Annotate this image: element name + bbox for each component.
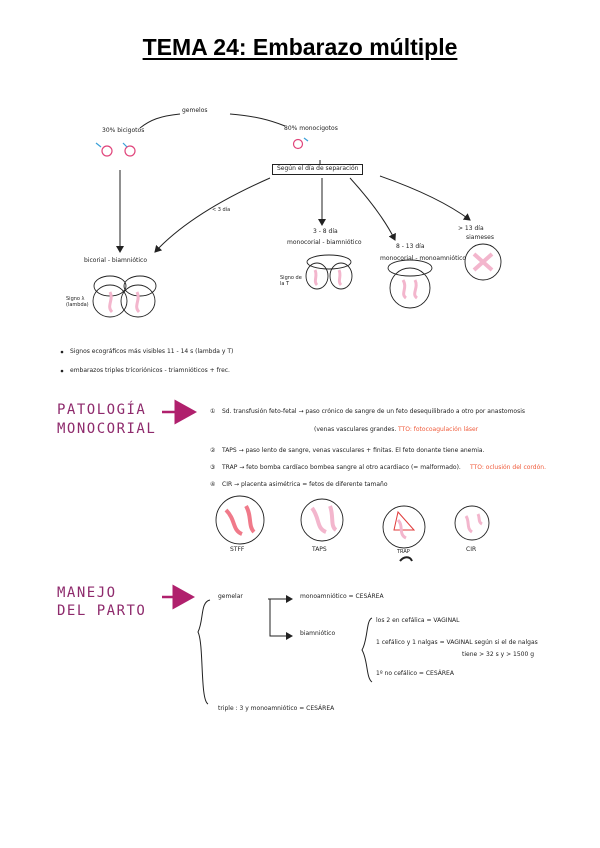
trap-sketch-icon xyxy=(382,505,426,549)
branch-c-type: monocorial - monoamniótico xyxy=(380,255,467,262)
delivery-option-2-cont: tiene > 32 s y > 1500 g xyxy=(462,651,534,658)
pathology-item-number: ② xyxy=(210,447,216,454)
bullet-dot-2 xyxy=(60,369,64,373)
pathology-item-cir: CIR → placenta asimétrica = fetos de dif… xyxy=(222,481,388,488)
classification-tree xyxy=(116,113,471,253)
stff-sketch-icon xyxy=(215,495,265,545)
pathology-item-stff: Sd. transfusión feto-fetal → paso crónic… xyxy=(222,408,526,415)
branch-line-bicigotos xyxy=(139,113,181,129)
zygote-icons xyxy=(95,137,309,157)
lambda-sign-note: Signo λ (lambda) xyxy=(66,296,89,308)
siameses-sketch-icon xyxy=(464,243,502,281)
branch-d-days: > 13 día xyxy=(458,225,484,232)
branch-b-type: monocorial - biamniótico xyxy=(287,239,362,246)
pathology-item-number: ③ xyxy=(210,464,216,471)
branch-line-monocigotos xyxy=(229,113,286,127)
arrow-8-13-days xyxy=(349,177,396,241)
delivery-tree xyxy=(197,595,373,705)
bicorial-label: bicorial - biamniótico xyxy=(84,257,148,264)
taps-sketch-icon xyxy=(300,498,344,542)
arrow-label-less-3: < 3 día xyxy=(212,207,231,213)
gemelar-label: gemelar xyxy=(218,593,243,600)
bullet-item: embarazos triples trícoriónicos - triamn… xyxy=(70,367,230,374)
sketch-caption-taps: TAPS xyxy=(312,546,327,553)
page-title: TEMA 24: Embarazo múltiple xyxy=(142,34,458,60)
pathology-item-taps: TAPS → paso lento de sangre, venas vascu… xyxy=(222,447,485,454)
pathology-item-number: ① xyxy=(210,408,216,415)
pathology-heading-line1: PATOLOGÍA xyxy=(57,402,147,418)
bicorial-sketch-icon xyxy=(92,275,157,318)
monocorial-biamniotico-sketch-icon xyxy=(305,254,353,290)
cir-sketch-icon xyxy=(454,505,490,541)
separation-day-box: Según el día de separación xyxy=(272,164,364,175)
bullet-dot-1 xyxy=(60,350,64,354)
left-brace-icon xyxy=(197,599,211,705)
triple-label: triple : 3 y monoamniótico = CESÁREA xyxy=(218,705,335,712)
delivery-option-3: 1º no cefálico = CESÁREA xyxy=(376,670,454,677)
t-sign-note: Signo de la T xyxy=(280,275,302,287)
branch-c-days: 8 - 13 día xyxy=(396,243,425,250)
pathology-heading-line2: MONOCORIAL xyxy=(57,421,157,437)
tree-root-label: gemelos xyxy=(182,107,208,114)
delivery-heading-line1: MANEJO xyxy=(57,585,117,601)
right-brace-icon xyxy=(361,617,373,683)
pathology-item-trap: TRAP → feto bomba cardíaco bombea sangre… xyxy=(222,464,461,471)
pathology-item-number: ④ xyxy=(210,481,216,488)
pathology-sketches xyxy=(215,495,490,562)
bullet-item: Signos ecográficos más visibles 11 - 14 … xyxy=(70,348,234,355)
biamniotico-label: biamniótico xyxy=(300,630,336,637)
delivery-option-2: 1 cefálico y 1 nalgas = VAGINAL según si… xyxy=(376,639,538,646)
delivery-heading-line2: DEL PARTO xyxy=(57,603,147,619)
pathology-item-stff-cont: (venas vasculares grandes. xyxy=(314,426,397,433)
arrow-biamniotico xyxy=(269,599,293,640)
trap-mark-icon xyxy=(399,556,413,562)
pathology-item-trap-tto: TTO: oclusión del cordón. xyxy=(470,464,546,471)
arrow-less-3-days xyxy=(154,177,271,253)
delivery-option-1: los 2 en cefálica = VAGINAL xyxy=(376,617,460,624)
arrow-more-13-days xyxy=(379,175,471,221)
bicigotos-label: 30% bicigotos xyxy=(102,127,145,134)
monoamniotico-label: monoamniótico = CESÁREA xyxy=(300,593,384,600)
monocorial-monoamniotico-sketch-icon xyxy=(387,259,433,309)
pathology-item-stff-tto: TTO: fotocoagulación láser xyxy=(398,426,479,433)
sketch-caption-cir: CIR xyxy=(466,546,477,553)
sketch-caption-trap: TRAP xyxy=(397,549,410,555)
branch-d-type: siameses xyxy=(466,234,494,241)
monocigotos-label: 80% monocigotos xyxy=(284,125,338,132)
branch-b-days: 3 - 8 día xyxy=(313,228,338,235)
sketch-caption-stff: STFF xyxy=(230,546,245,553)
